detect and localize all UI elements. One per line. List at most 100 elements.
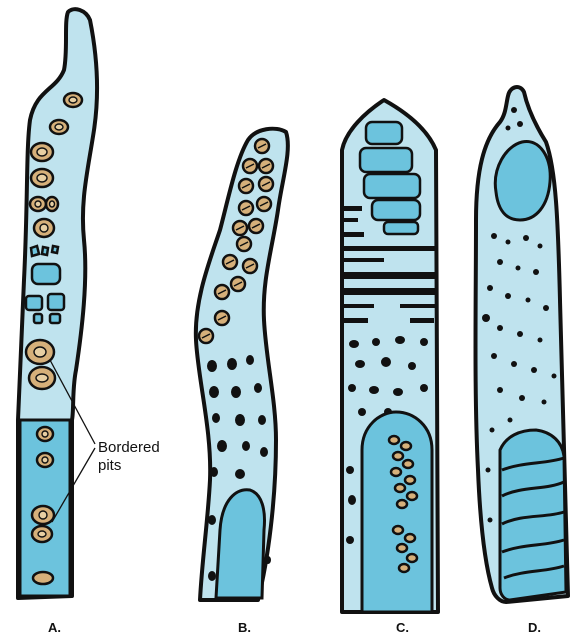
- wall-thickening: [344, 218, 358, 222]
- simple-pit: [348, 495, 356, 505]
- wall-thickening: [344, 288, 438, 295]
- pit-aperture: [34, 347, 46, 357]
- simple-pit: [260, 447, 268, 457]
- wall-thickening: [410, 318, 434, 323]
- simple-pit: [217, 440, 227, 452]
- simple-pit: [482, 314, 490, 322]
- bordered-pit: [397, 500, 407, 508]
- cell-c: [342, 100, 438, 612]
- pit-aperture: [37, 148, 47, 156]
- pit-aperture: [35, 201, 41, 207]
- simple-pit: [420, 338, 428, 346]
- pit-aperture: [37, 174, 47, 182]
- simple-pit: [258, 415, 266, 425]
- cell-a: [18, 9, 97, 598]
- simple-pit: [490, 428, 495, 433]
- simple-pit: [491, 233, 497, 239]
- simple-pit: [235, 469, 245, 479]
- panel-label-c: C.: [396, 620, 409, 635]
- simple-pit: [265, 556, 271, 564]
- pit-aperture: [36, 374, 48, 382]
- simple-pit: [497, 259, 503, 265]
- simple-pit: [26, 296, 42, 310]
- bordered-pit: [403, 460, 413, 468]
- bordered-pit: [33, 572, 53, 584]
- simple-pit: [207, 360, 217, 372]
- simple-pit: [42, 247, 48, 255]
- simple-pit: [52, 246, 58, 253]
- simple-pit: [488, 518, 493, 523]
- simple-pit: [508, 418, 513, 423]
- panel-labels: A. B. C. D.: [48, 620, 541, 635]
- pit-aperture: [50, 201, 55, 207]
- perforation-plate: [364, 174, 420, 198]
- simple-pit: [349, 340, 359, 348]
- panel-label-d: D.: [528, 620, 541, 635]
- pit-aperture: [38, 531, 46, 537]
- simple-pit: [511, 107, 517, 113]
- simple-pit: [497, 387, 503, 393]
- wall-thickening: [344, 206, 362, 211]
- simple-pit: [242, 441, 250, 451]
- cell-b: [196, 129, 288, 600]
- simple-pit: [523, 235, 529, 241]
- simple-pit: [32, 264, 60, 284]
- wall-thickening: [344, 304, 374, 308]
- simple-pit: [50, 314, 60, 323]
- simple-pit: [355, 360, 365, 368]
- simple-pit: [209, 386, 219, 398]
- pit-aperture: [42, 457, 48, 463]
- bordered-pit: [393, 452, 403, 460]
- simple-pit: [235, 414, 245, 426]
- pit-aperture: [69, 97, 77, 103]
- simple-pit: [372, 338, 380, 346]
- simple-pit: [348, 384, 356, 392]
- pit-aperture: [39, 511, 47, 519]
- simple-pit: [346, 536, 354, 544]
- wall-thickening: [344, 232, 364, 237]
- simple-pit: [212, 413, 220, 423]
- simple-pit: [381, 357, 391, 367]
- bordered-pit: [405, 534, 415, 542]
- bordered-pit: [393, 526, 403, 534]
- simple-pit: [31, 246, 39, 256]
- bordered-pit: [397, 544, 407, 552]
- simple-pit: [208, 571, 216, 581]
- simple-pit: [506, 240, 511, 245]
- bordered-pit: [405, 476, 415, 484]
- simple-pit: [34, 314, 42, 323]
- bordered-pit: [395, 484, 405, 492]
- wall-thickening: [400, 304, 436, 308]
- simple-pit: [227, 358, 237, 370]
- bordered-pit: [407, 492, 417, 500]
- wall-thickening: [344, 246, 438, 251]
- bordered-pit: [389, 436, 399, 444]
- simple-pit: [408, 362, 416, 370]
- bordered-pit: [399, 564, 409, 572]
- wall-thickening: [344, 318, 368, 323]
- panel-label-b: B.: [238, 620, 251, 635]
- perforation-plate: [372, 200, 420, 220]
- simple-pit: [395, 336, 405, 344]
- simple-pit: [420, 384, 428, 392]
- simple-pit: [519, 395, 525, 401]
- pit-aperture: [40, 224, 48, 232]
- simple-pit: [208, 515, 216, 525]
- perforation-plate: [384, 222, 418, 234]
- simple-pit: [231, 386, 241, 398]
- simple-pit: [497, 325, 503, 331]
- simple-pit: [491, 353, 497, 359]
- pit-aperture: [42, 431, 48, 437]
- simple-pit: [517, 121, 523, 127]
- simple-pit: [506, 126, 511, 131]
- simple-pit: [487, 285, 493, 291]
- simple-pit: [526, 298, 531, 303]
- simple-pit: [552, 374, 557, 379]
- simple-pit: [48, 294, 64, 310]
- simple-pit: [511, 361, 517, 367]
- bordered-pit: [391, 468, 401, 476]
- simple-pit: [346, 466, 354, 474]
- simple-pit: [517, 331, 523, 337]
- simple-pit: [358, 408, 366, 416]
